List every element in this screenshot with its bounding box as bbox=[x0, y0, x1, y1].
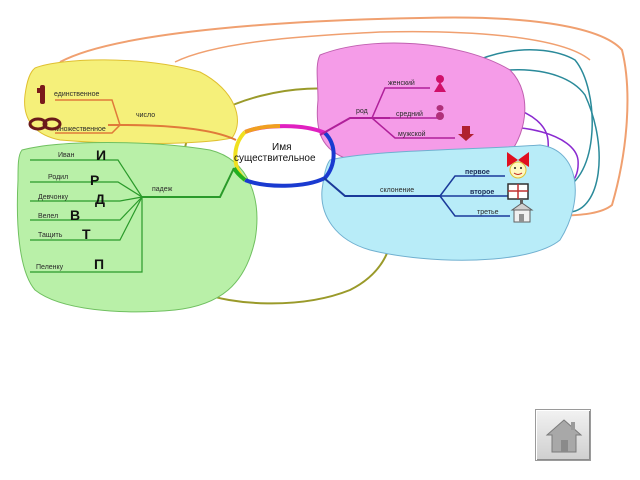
case-letter-genitive: Р bbox=[90, 172, 99, 188]
case-word-instrumental: Тащить bbox=[38, 232, 63, 239]
gender-label: род bbox=[356, 108, 368, 115]
case-word-prepositional: Пеленку bbox=[36, 264, 64, 271]
house-icon bbox=[510, 198, 534, 223]
number-plural-label: множественное bbox=[55, 126, 106, 133]
boot-icon bbox=[458, 126, 474, 141]
case-letter-prepositional: П bbox=[94, 256, 104, 272]
number-blob bbox=[24, 59, 238, 145]
outer-loop-orange-inner bbox=[174, 30, 591, 63]
bow-face-icon bbox=[507, 152, 529, 179]
declension-branch: склонение первое второе третье bbox=[323, 152, 534, 223]
case-word-accusative: Велел bbox=[38, 213, 58, 220]
case-letter-nominative: И bbox=[96, 147, 106, 163]
case-blob bbox=[16, 142, 258, 313]
case-letter-dative: Д bbox=[95, 191, 105, 207]
home-icon bbox=[545, 419, 583, 453]
case-label: падеж bbox=[152, 186, 173, 193]
single-stick-icon bbox=[37, 85, 45, 104]
outer-loop-orange bbox=[59, 16, 629, 217]
case-letter-instrumental: Т bbox=[82, 226, 91, 242]
declension-first-label: первое bbox=[465, 169, 490, 176]
case-branch: падеж Иван И Родил Р Девчонку Д Велел В … bbox=[30, 147, 235, 273]
case-letter-accusative: В bbox=[70, 207, 80, 223]
gender-branch: род женский средний мужской bbox=[319, 75, 474, 141]
declension-blob bbox=[321, 144, 576, 261]
girl-figure-icon bbox=[434, 75, 446, 92]
home-button[interactable] bbox=[535, 409, 591, 461]
gender-feminine-label: женский bbox=[388, 79, 415, 87]
window-icon bbox=[507, 183, 529, 200]
case-word-genitive: Родил bbox=[48, 174, 68, 181]
center-title-line2: существительное bbox=[234, 153, 316, 164]
case-word-dative: Девчонку bbox=[38, 194, 69, 201]
number-singular-label: единственное bbox=[54, 91, 99, 98]
number-label: число bbox=[136, 112, 155, 119]
case-word-nominative: Иван bbox=[58, 152, 75, 159]
double-ring-icon bbox=[28, 117, 62, 131]
declension-third-label: третье bbox=[477, 209, 499, 216]
gender-masculine-label: мужской bbox=[398, 130, 426, 138]
center-title-line1: Имя bbox=[272, 142, 291, 153]
number-branch: число единственное множественное bbox=[28, 85, 237, 141]
declension-label: склонение bbox=[380, 187, 414, 194]
vase-icon bbox=[436, 105, 444, 120]
declension-second-label: второе bbox=[470, 189, 494, 196]
center-node: Имя существительное bbox=[232, 124, 336, 188]
gender-neuter-label: средний bbox=[396, 110, 423, 118]
